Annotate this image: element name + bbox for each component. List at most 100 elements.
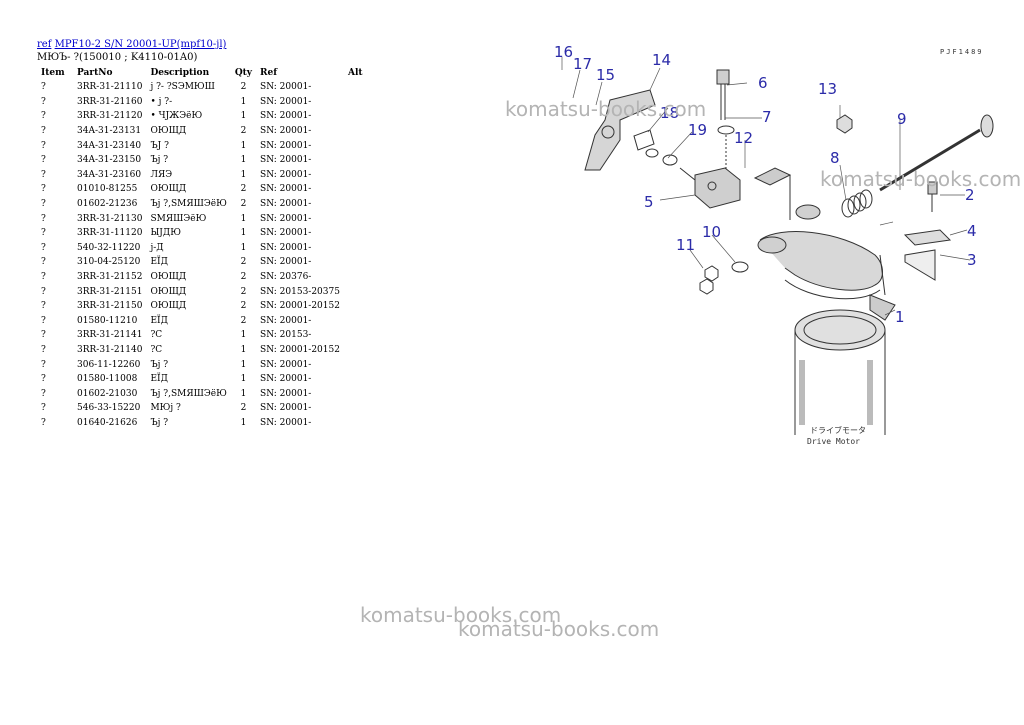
alt-cell	[344, 124, 372, 139]
alt-cell	[344, 328, 372, 343]
alt-cell	[344, 241, 372, 256]
ref-cell: SN: 20001-	[260, 111, 312, 122]
callout-13: 13	[818, 80, 837, 98]
qty-cell: 2	[240, 257, 247, 268]
col-alt: Alt	[347, 68, 363, 78]
item-cell: ?	[41, 330, 46, 341]
bolt-drawing	[716, 69, 735, 170]
alt-cell	[344, 211, 372, 226]
partno-cell: 3RR-31-21130	[77, 213, 143, 224]
partno-cell: 34A-31-23160	[77, 169, 142, 180]
qty-cell: 1	[240, 388, 247, 399]
model-link[interactable]: MPF10-2 S/N 20001-UP(mpf10-jl)	[54, 39, 227, 50]
description-cell: ?С	[150, 344, 163, 355]
ref-cell: SN: 20001-	[260, 388, 312, 399]
description-cell: Ъј ?,SМЯШЭёЮ	[150, 199, 227, 210]
description-cell: ЫЈДЮ	[150, 228, 181, 239]
bushing-drawing	[633, 129, 678, 166]
alt-cell	[344, 226, 372, 241]
small-bolt-drawing	[927, 181, 938, 212]
col-description: Description	[150, 68, 210, 78]
description-cell: ОЮЩД	[150, 184, 187, 195]
partno-cell: 3RR-31-21160	[77, 96, 143, 107]
description-cell: • ЧЈЖЭёЮ	[150, 111, 203, 122]
col-ref: Ref	[260, 68, 278, 78]
ref-cell: SN: 20001-	[260, 126, 312, 137]
partno-cell: 3RR-31-21110	[77, 82, 143, 93]
callout-17: 17	[573, 55, 592, 73]
description-cell: ОЮЩД	[150, 126, 187, 137]
ref-cell: SN: 20001-	[260, 96, 312, 107]
plate-drawing	[903, 229, 952, 281]
page-header: ref MPF10-2 S/N 20001-UP(mpf10-jl) МЮЪ- …	[37, 39, 226, 64]
alt-cell	[344, 80, 372, 95]
ref-cell: SN: 20001-	[260, 213, 312, 224]
watermark: komatsu-books.com	[820, 167, 1022, 191]
alt-cell	[344, 401, 372, 416]
callout-14: 14	[652, 51, 671, 69]
watermark: komatsu-books.com	[505, 97, 707, 121]
ref-cell: SN: 20001-	[260, 417, 312, 428]
nut-washer-drawing	[699, 261, 749, 295]
callout-8: 8	[830, 149, 840, 167]
item-cell: ?	[41, 374, 46, 385]
leader-lines	[561, 57, 971, 316]
description-cell: j ?- ?SЭМЮШ	[150, 82, 215, 93]
callout-18: 18	[660, 104, 679, 122]
description-cell: ?С	[150, 330, 163, 341]
partno-cell: 01602-21030	[77, 388, 138, 399]
ref-cell: SN: 20001-	[260, 184, 312, 195]
subtitle: МЮЪ- ?(150010 ; K4110-01A0)	[37, 52, 198, 63]
partno-cell: 3RR-31-21141	[77, 330, 143, 341]
alt-cell	[344, 270, 372, 285]
alt-cell	[344, 138, 372, 153]
partno-cell: 3RR-31-21152	[77, 272, 143, 283]
description-cell: ЕЇД	[150, 257, 168, 268]
ref-cell: SN: 20001-	[260, 257, 312, 268]
ref-cell: SN: 20153-20375	[260, 286, 340, 297]
partno-cell: 3RR-31-21150	[77, 301, 143, 312]
qty-cell: 2	[240, 199, 247, 210]
callout-10: 10	[702, 223, 721, 241]
callout-5: 5	[644, 193, 654, 211]
item-cell: ?	[41, 169, 46, 180]
item-cell: ?	[41, 257, 46, 268]
drawing-code: PJF1489	[940, 48, 984, 56]
qty-cell: 1	[240, 330, 247, 341]
description-cell: ОЮЩД	[150, 272, 187, 283]
col-partno: PartNo	[77, 68, 113, 78]
description-cell: ЕЇД	[150, 315, 168, 326]
screw-drawing	[753, 167, 792, 220]
qty-cell: 2	[240, 82, 247, 93]
ref-link[interactable]: ref	[37, 39, 52, 50]
partno-cell: 3RR-31-21140	[77, 344, 143, 355]
callout-4: 4	[967, 222, 977, 240]
description-cell: ЛЯЭ	[150, 169, 173, 180]
alt-cell	[344, 357, 372, 372]
ref-cell: SN: 20001-	[260, 169, 312, 180]
partno-cell: 3RR-31-21151	[77, 286, 143, 297]
ref-cell: SN: 20001-	[260, 155, 312, 166]
ref-cell: SN: 20001-	[260, 82, 312, 93]
item-cell: ?	[41, 199, 46, 210]
table-header-row: Item PartNo Description Qty Ref Alt	[37, 66, 372, 80]
qty-cell: 1	[240, 111, 247, 122]
qty-cell: 2	[240, 126, 247, 137]
item-cell: ?	[41, 184, 46, 195]
alt-cell	[344, 372, 372, 387]
alt-cell	[344, 386, 372, 401]
item-cell: ?	[41, 286, 46, 297]
watermark: komatsu-books.com	[360, 603, 562, 627]
